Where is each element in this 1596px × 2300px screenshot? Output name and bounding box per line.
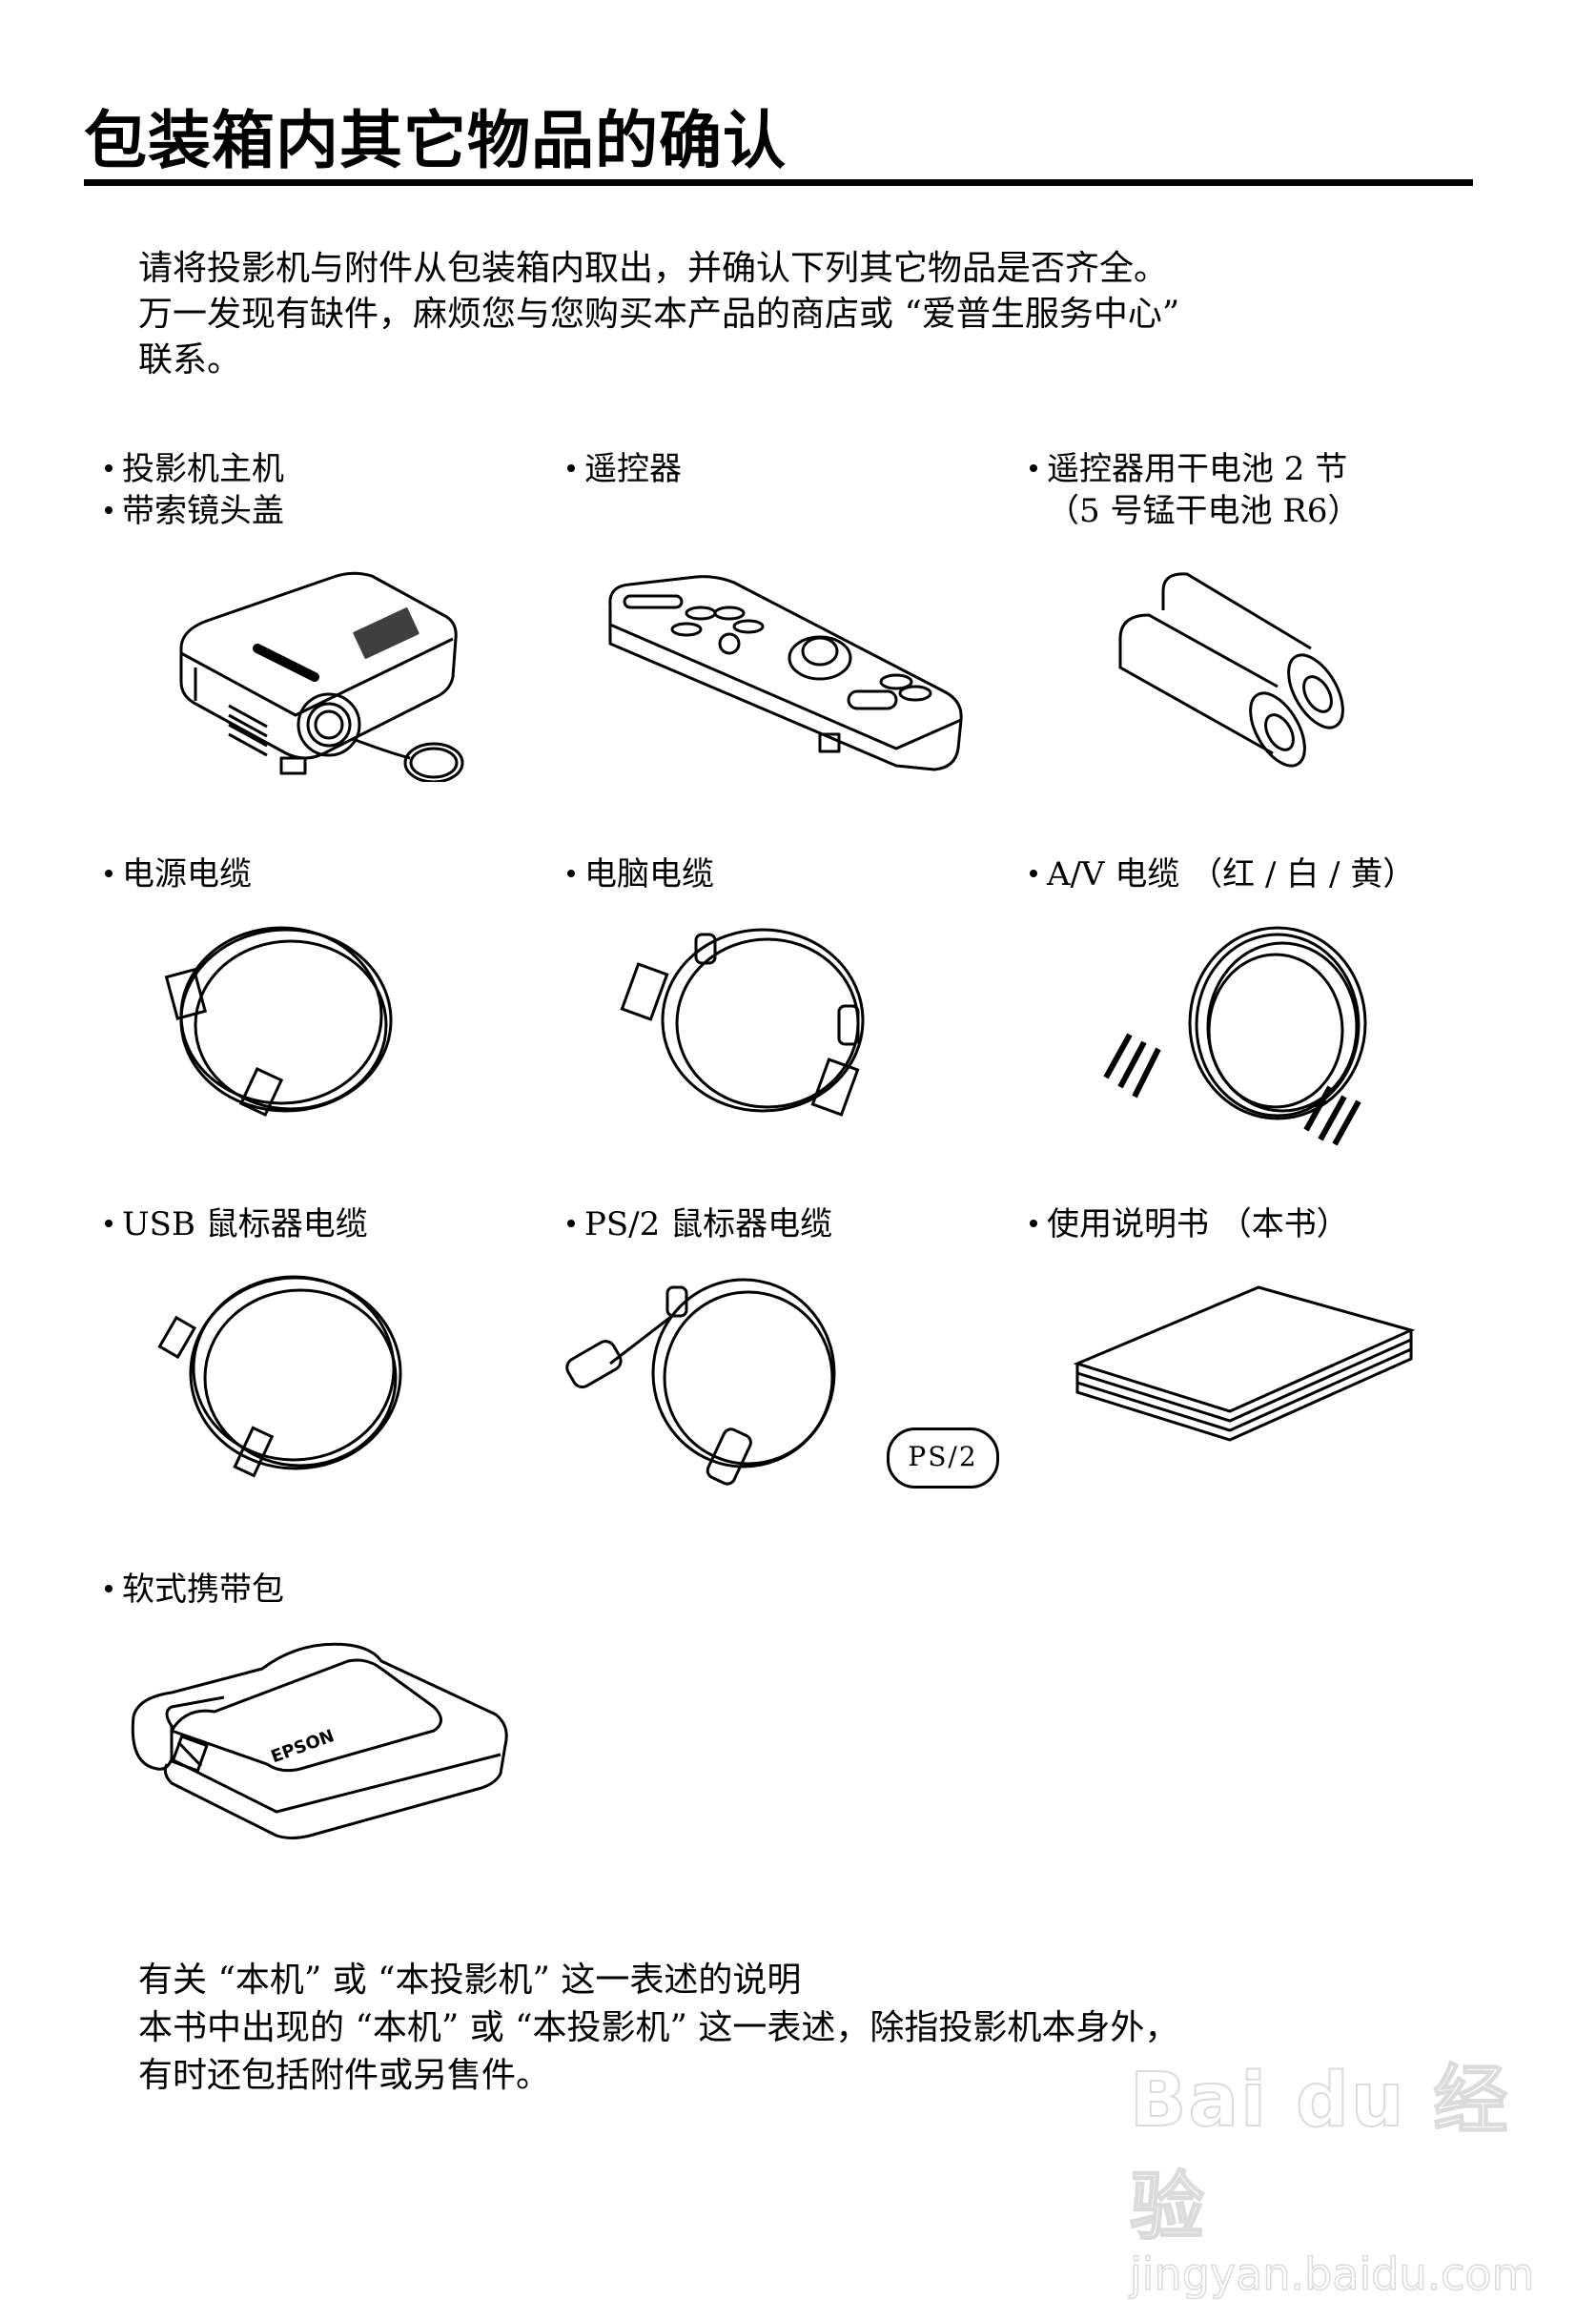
projector-illustration <box>172 563 477 782</box>
item-label: 软式携带包 <box>122 1571 284 1609</box>
intro-line: 请将投影机与附件从包装箱内取出，并确认下列其它物品是否齐全。 <box>138 249 1169 288</box>
note-paragraph: 有关 “本机” 或 “本投影机” 这一表述的说明 本书中出现的 “本机” 或 “… <box>138 1957 1178 2100</box>
note-heading: 有关 “本机” 或 “本投影机” 这一表述的说明 <box>138 1961 802 2000</box>
baidu-watermark: Bai du 经验 jingyan.baidu.com <box>1129 2041 1535 2300</box>
item-user-manual: 使用说明书 （本书） <box>1030 1203 1349 1245</box>
item-label: （5 号锰干电池 R6） <box>1047 492 1361 530</box>
soft-carrying-case-illustration: EPSON <box>119 1640 520 1850</box>
remote-control-illustration <box>591 567 972 777</box>
item-label: 带索镜头盖 <box>122 492 284 530</box>
item-label: 遥控器 <box>584 450 682 488</box>
bullet-icon <box>105 464 113 472</box>
item-label: 电源电缆 <box>122 855 252 893</box>
item-ps2-mouse-cable: PS/2 鼠标器电缆 <box>567 1203 832 1245</box>
item-power-cable: 电源电缆 <box>105 853 252 895</box>
watermark-logo: Bai du 经验 <box>1129 2057 1510 2251</box>
item-usb-mouse-cable: USB 鼠标器电缆 <box>105 1203 368 1245</box>
bullet-icon <box>567 464 575 472</box>
page-title: 包装箱内其它物品的确认 <box>84 104 787 177</box>
item-label: 投影机主机 <box>122 450 284 488</box>
bullet-icon <box>567 1220 575 1227</box>
intro-line: 联系。 <box>138 340 242 380</box>
item-soft-carrying-case: 软式携带包 <box>105 1569 284 1611</box>
watermark-url: jingyan.baidu.com <box>1129 2248 1535 2300</box>
bullet-icon <box>105 870 113 877</box>
bullet-icon <box>1030 870 1037 877</box>
item-label: PS/2 鼠标器电缆 <box>584 1205 833 1243</box>
item-batteries: 遥控器用干电池 2 节 （5 号锰干电池 R6） <box>1030 448 1360 532</box>
bullet-icon <box>1030 464 1037 472</box>
note-line: 有时还包括附件或另售件。 <box>138 2056 551 2095</box>
manual-illustration <box>1068 1278 1421 1468</box>
item-av-cable: A/V 电缆 （红 / 白 / 黄） <box>1030 853 1415 895</box>
bullet-icon <box>105 1220 113 1227</box>
bullet-icon <box>567 870 575 877</box>
bullet-icon <box>105 506 113 514</box>
ps2-mouse-cable-illustration <box>553 1268 877 1497</box>
computer-cable-illustration <box>610 920 915 1140</box>
ps2-badge: PS/2 <box>887 1427 999 1489</box>
bullet-icon <box>1030 1220 1037 1227</box>
item-label: 使用说明书 （本书） <box>1047 1205 1349 1243</box>
intro-line: 万一发现有缺件，麻烦您与您购买本产品的商店或 “爱普生服务中心” <box>138 295 1180 334</box>
title-underline <box>84 179 1473 186</box>
item-projector: 投影机主机 带索镜头盖 <box>105 448 284 532</box>
intro-paragraph: 请将投影机与附件从包装箱内取出，并确认下列其它物品是否齐全。 万一发现有缺件，麻… <box>138 246 1179 383</box>
av-cable-illustration <box>1087 920 1402 1149</box>
item-remote-control: 遥控器 <box>567 448 682 490</box>
usb-mouse-cable-illustration <box>153 1268 458 1497</box>
bullet-icon <box>105 1585 113 1592</box>
note-line: 本书中出现的 “本机” 或 “本投影机” 这一表述，除指投影机本身外， <box>138 2008 1179 2047</box>
item-label: A/V 电缆 （红 / 白 / 黄） <box>1047 855 1416 893</box>
item-label: 电脑电缆 <box>584 855 714 893</box>
batteries-illustration <box>1106 563 1354 772</box>
power-cable-illustration <box>153 920 458 1140</box>
item-computer-cable: 电脑电缆 <box>567 853 714 895</box>
item-label: 遥控器用干电池 2 节 <box>1047 450 1348 488</box>
item-label: USB 鼠标器电缆 <box>122 1205 368 1243</box>
